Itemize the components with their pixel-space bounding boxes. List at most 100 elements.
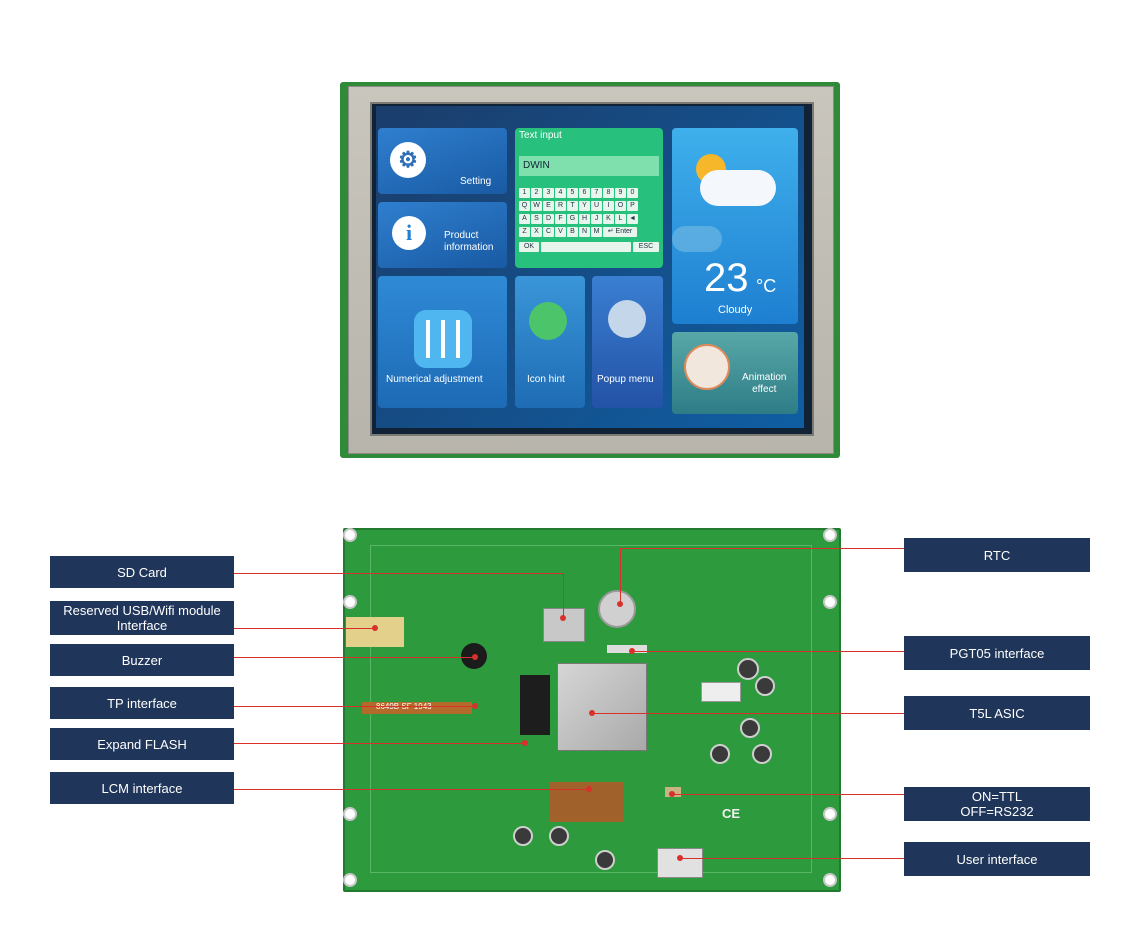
- keyboard-key[interactable]: 0: [627, 188, 638, 198]
- leader-dot: [472, 654, 478, 660]
- popup-menu-label: Popup menu: [597, 374, 654, 385]
- icon-hint-label: Icon hint: [527, 374, 565, 385]
- label-pgt05: PGT05 interface: [904, 636, 1090, 670]
- icon-hint-tile[interactable]: Icon hint: [515, 276, 585, 408]
- label-sd-card: SD Card: [50, 556, 234, 588]
- label-user-interface: User interface: [904, 842, 1090, 876]
- keyboard-key[interactable]: H: [579, 214, 590, 224]
- keyboard-key[interactable]: N: [579, 227, 590, 237]
- numerical-label: Numerical adjustment: [386, 374, 483, 385]
- leader-rtc-v: [620, 548, 621, 604]
- keyboard-key[interactable]: V: [555, 227, 566, 237]
- kb-esc-key[interactable]: ESC: [633, 242, 659, 252]
- leader-flash: [234, 743, 524, 744]
- gear-icon: ⚙: [390, 142, 426, 178]
- ce-mark: CE: [722, 806, 741, 821]
- temperature-unit: °C: [756, 276, 777, 296]
- label-usb-wifi: Reserved USB/Wifi module Interface: [50, 601, 234, 635]
- keyboard-key[interactable]: R: [555, 201, 566, 211]
- leader-dot: [586, 786, 592, 792]
- keyboard-key[interactable]: M: [591, 227, 602, 237]
- keyboard-key[interactable]: 6: [579, 188, 590, 198]
- keyboard-key[interactable]: 7: [591, 188, 602, 198]
- leader-dot: [589, 710, 595, 716]
- label-expand-flash: Expand FLASH: [50, 728, 234, 760]
- animation-tile[interactable]: Animation effect: [672, 332, 798, 414]
- leader-ttl: [672, 794, 904, 795]
- label-usb-wifi-text: Reserved USB/Wifi module Interface: [63, 603, 221, 633]
- setting-tile[interactable]: ⚙ Setting: [378, 128, 507, 194]
- mount-hole: [343, 595, 357, 609]
- leader-dot: [522, 740, 528, 746]
- keyboard-key[interactable]: J: [591, 214, 602, 224]
- keyboard-key[interactable]: X: [531, 227, 542, 237]
- keyboard-key[interactable]: 3: [543, 188, 554, 198]
- keyboard-key[interactable]: Q: [519, 201, 530, 211]
- product-info-tile[interactable]: i Product information: [378, 202, 507, 268]
- keyboard-key[interactable]: 1: [519, 188, 530, 198]
- mount-hole: [343, 873, 357, 887]
- keyboard-key[interactable]: U: [591, 201, 602, 211]
- capacitor: [710, 744, 730, 764]
- pgt05-header: [607, 645, 647, 653]
- weather-condition: Cloudy: [718, 304, 753, 316]
- keyboard-key[interactable]: ↵ Enter: [603, 227, 637, 237]
- keyboard-key[interactable]: 2: [531, 188, 542, 198]
- keyboard-key[interactable]: E: [543, 201, 554, 211]
- leader-rtc: [620, 548, 904, 549]
- kb-ok-key[interactable]: OK: [519, 242, 539, 252]
- window-icon: [529, 302, 567, 340]
- leader-dot: [372, 625, 378, 631]
- leader-lcm: [234, 789, 588, 790]
- weather-tile[interactable]: 23 °C Cloudy: [672, 128, 798, 324]
- capacitor: [740, 718, 760, 738]
- display-screen: ⚙ Setting i Product information Text inp…: [376, 106, 804, 428]
- usb-wifi-pads: [346, 617, 404, 647]
- keyboard-key[interactable]: A: [519, 214, 530, 224]
- keyboard-key[interactable]: Z: [519, 227, 530, 237]
- label-tp-interface: TP interface: [50, 687, 234, 719]
- label-t5l-asic: T5L ASIC: [904, 696, 1090, 730]
- keyboard-key[interactable]: O: [615, 201, 626, 211]
- keyboard-key[interactable]: D: [543, 214, 554, 224]
- leader-dot: [677, 855, 683, 861]
- leader-asic: [592, 713, 904, 714]
- capacitor: [755, 676, 775, 696]
- t5l-asic-chip: [557, 663, 647, 751]
- kb-space-key[interactable]: [541, 242, 631, 252]
- keyboard-key[interactable]: 5: [567, 188, 578, 198]
- keyboard-key[interactable]: F: [555, 214, 566, 224]
- keyboard-key[interactable]: G: [567, 214, 578, 224]
- numerical-tile[interactable]: Numerical adjustment: [378, 276, 507, 408]
- flash-chip: [520, 675, 550, 735]
- keyboard-key[interactable]: L: [615, 214, 626, 224]
- keyboard-key[interactable]: 8: [603, 188, 614, 198]
- keyboard-key[interactable]: Y: [579, 201, 590, 211]
- popup-menu-tile[interactable]: Popup menu: [592, 276, 663, 408]
- slider-icon: [414, 310, 472, 368]
- user-connector: [657, 848, 703, 878]
- keyboard-key[interactable]: I: [603, 201, 614, 211]
- keyboard-key[interactable]: W: [531, 201, 542, 211]
- animation-label: Animation effect: [742, 372, 787, 395]
- leader-user: [680, 858, 904, 859]
- capacitor: [549, 826, 569, 846]
- keyboard-key[interactable]: K: [603, 214, 614, 224]
- keyboard-key[interactable]: T: [567, 201, 578, 211]
- keyboard-key[interactable]: S: [531, 214, 542, 224]
- mount-hole: [823, 595, 837, 609]
- text-input-value: DWIN: [523, 160, 550, 171]
- keyboard-key[interactable]: 4: [555, 188, 566, 198]
- keyboard-key[interactable]: 9: [615, 188, 626, 198]
- leader-dot: [560, 615, 566, 621]
- keyboard-key[interactable]: ◄: [627, 214, 638, 224]
- keyboard-key[interactable]: B: [567, 227, 578, 237]
- keyboard-key[interactable]: C: [543, 227, 554, 237]
- leader-dot: [629, 648, 635, 654]
- text-input-field[interactable]: DWIN: [519, 156, 659, 176]
- keyboard-key[interactable]: P: [627, 201, 638, 211]
